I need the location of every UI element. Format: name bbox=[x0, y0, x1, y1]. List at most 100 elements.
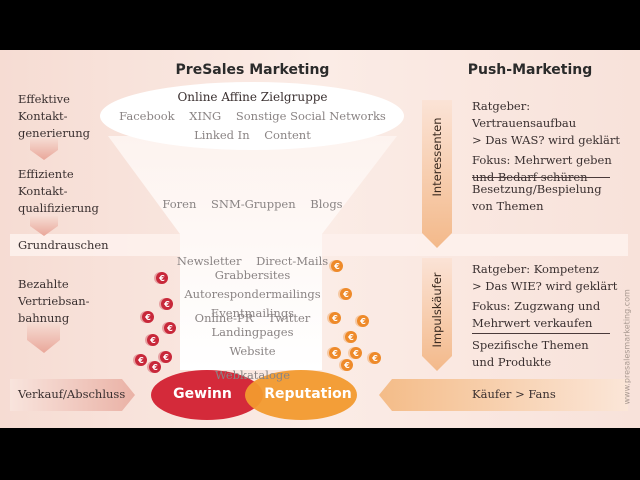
funnel-bottom-line: Eventmailings bbox=[210, 306, 295, 320]
presales-funnel-diagram: €€€€€€€€€€€€€€€€€ PreSales Marketing Pus… bbox=[0, 50, 640, 428]
stage-line: bahnung bbox=[18, 311, 70, 325]
impulskaeufer-label: Impulskäufer bbox=[430, 272, 444, 348]
euro-coin-icon: € bbox=[147, 361, 161, 373]
stage-line: Bezahlte bbox=[18, 277, 69, 291]
svg-text:€: € bbox=[352, 349, 359, 358]
svg-text:€: € bbox=[331, 349, 338, 358]
left-arrow-1 bbox=[30, 138, 58, 160]
svg-text:€: € bbox=[163, 300, 170, 309]
stage-line: qualifizierung bbox=[18, 201, 99, 215]
svg-text:€: € bbox=[342, 290, 349, 299]
push-line: Ratgeber: Vertrauensaufbau bbox=[472, 99, 577, 130]
funnel-mid: Foren SNM-Gruppen Blogs Newsletter Direc… bbox=[140, 157, 365, 423]
euro-coin-icon: € bbox=[145, 334, 159, 346]
funnel-top-ellipse bbox=[100, 82, 404, 150]
stage-line: Effiziente bbox=[18, 167, 74, 181]
euro-coin-icon: € bbox=[162, 322, 176, 334]
svg-text:€: € bbox=[151, 363, 158, 372]
stage-line: Kontakt- bbox=[18, 184, 68, 198]
stage-effektive: Effektive Kontakt- generierung bbox=[18, 91, 90, 142]
stage-line: Kontakt- bbox=[18, 109, 68, 123]
push-line: Mehrwert verkaufen bbox=[472, 316, 593, 330]
euro-coin-icon: € bbox=[327, 347, 341, 359]
svg-text:€: € bbox=[137, 356, 144, 365]
svg-text:€: € bbox=[166, 324, 173, 333]
interessenten-label: Interessenten bbox=[430, 117, 444, 197]
svg-text:€: € bbox=[149, 336, 156, 345]
funnel-mid-line: Newsletter Direct-Mails bbox=[176, 254, 329, 268]
euro-coin-icon: € bbox=[327, 312, 341, 324]
funnel-mid-line: Foren SNM-Gruppen Blogs bbox=[162, 197, 343, 211]
euro-coin-icon: € bbox=[367, 352, 381, 364]
push-line: > Das WIE? wird geklärt bbox=[472, 279, 618, 293]
euro-coin-icon: € bbox=[348, 347, 362, 359]
left-arrow-3 bbox=[27, 323, 60, 353]
funnel-bottom-line: Landingpages bbox=[211, 325, 294, 339]
euro-coin-icon: € bbox=[339, 359, 353, 371]
stage-grundrauschen: Grundrauschen bbox=[18, 238, 109, 252]
svg-text:€: € bbox=[162, 353, 169, 362]
svg-text:€: € bbox=[331, 314, 338, 323]
interessenten-arrow bbox=[422, 100, 452, 248]
euro-coin-icon: € bbox=[355, 315, 369, 327]
push-line: Fokus: Zugzwang und bbox=[472, 299, 601, 313]
diagram-graphics: €€€€€€€€€€€€€€€€€ bbox=[10, 82, 628, 420]
kaeufer-arrow bbox=[379, 379, 628, 411]
euro-coin-icon: € bbox=[343, 331, 357, 343]
euro-coin-icon: € bbox=[338, 288, 352, 300]
push-title: Push-Marketing bbox=[467, 62, 593, 78]
stage-bezahlte: Bezahlte Vertriebsan- bahnung bbox=[18, 276, 90, 327]
svg-text:€: € bbox=[333, 262, 340, 271]
push-line: Spezifische Themen bbox=[472, 338, 589, 352]
push-line: von Themen bbox=[472, 199, 544, 213]
euro-coins: €€€€€€€€€€€€€€€€€ bbox=[133, 260, 381, 373]
stage-line: generierung bbox=[18, 126, 91, 140]
push-block1b: Besetzung/Bespielung von Themen bbox=[472, 181, 632, 215]
euro-coin-icon: € bbox=[133, 354, 147, 366]
funnel-body bbox=[108, 136, 397, 370]
reputation-ellipse bbox=[245, 370, 357, 420]
funnel-bottom: Grabbersites Autorespondermailings Event… bbox=[170, 266, 335, 361]
push-block2b: Spezifische Themen und Produkte bbox=[472, 337, 632, 371]
euro-coin-icon: € bbox=[140, 311, 154, 323]
divider bbox=[472, 333, 610, 334]
euro-coin-icon: € bbox=[329, 260, 343, 272]
stage-verkauf: Verkauf/Abschluss bbox=[18, 387, 126, 401]
gewinn-ellipse bbox=[151, 370, 263, 420]
push-block1: Ratgeber: Vertrauensaufbau > Das WAS? wi… bbox=[472, 98, 632, 186]
funnel-bottom-line: Autorespondermailings bbox=[184, 287, 321, 301]
svg-text:€: € bbox=[359, 317, 366, 326]
funnel-top-line2: Linked In Content bbox=[194, 128, 311, 142]
svg-text:€: € bbox=[347, 333, 354, 342]
svg-text:€: € bbox=[343, 361, 350, 370]
funnel-bottom-line: Website bbox=[229, 344, 276, 358]
funnel-mid-line: Online-PR Twitter bbox=[194, 311, 311, 325]
impulskaeufer-arrow bbox=[422, 258, 452, 371]
stage-effiziente: Effiziente Kontakt- qualifizierung bbox=[18, 166, 99, 217]
push-line: Besetzung/Bespielung bbox=[472, 182, 602, 196]
stage-line: Effektive bbox=[18, 92, 70, 106]
watermark: www.presalesmarketing.com bbox=[622, 289, 632, 405]
divider bbox=[472, 177, 610, 178]
euro-coin-icon: € bbox=[158, 351, 172, 363]
euro-coin-icon: € bbox=[154, 272, 168, 284]
svg-text:€: € bbox=[371, 354, 378, 363]
presales-title: PreSales Marketing bbox=[175, 62, 330, 78]
left-arrow-2 bbox=[30, 216, 58, 236]
svg-text:€: € bbox=[144, 313, 151, 322]
kaeufer-fans-label: Käufer > Fans bbox=[472, 387, 556, 401]
funnel-mid-line: Webkataloge bbox=[214, 368, 291, 382]
funnel-bottom-line: Grabbersites bbox=[214, 268, 291, 282]
push-block2: Ratgeber: Kompetenz > Das WIE? wird gekl… bbox=[472, 261, 632, 332]
push-line: > Das WAS? wird geklärt bbox=[472, 133, 621, 147]
stage-line: Vertriebsan- bbox=[18, 294, 90, 308]
verkauf-arrow bbox=[10, 379, 135, 411]
push-line: Fokus: Mehrwert geben bbox=[472, 153, 612, 167]
push-line: und Produkte bbox=[472, 355, 552, 369]
push-line: Ratgeber: Kompetenz bbox=[472, 262, 599, 276]
gewinn-label: Gewinn bbox=[173, 386, 232, 402]
euro-coin-icon: € bbox=[159, 298, 173, 310]
funnel-top-title: Online Affine Zielgruppe bbox=[177, 90, 328, 104]
reputation-label: Reputation bbox=[264, 386, 352, 402]
funnel-top-line1: Facebook XING Sonstige Social Networks bbox=[119, 109, 386, 123]
